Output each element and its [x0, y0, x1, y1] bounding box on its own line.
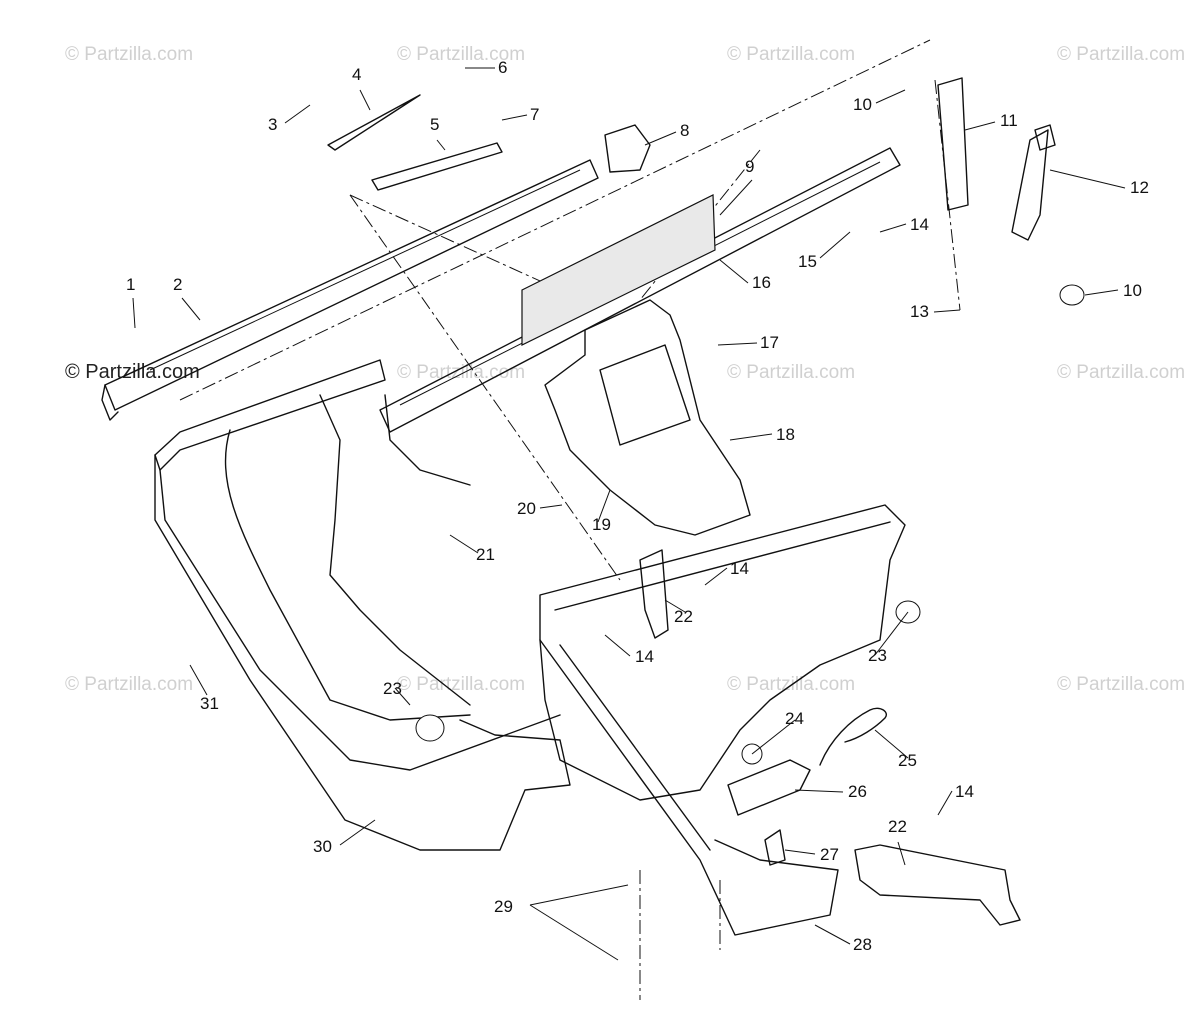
- callout-label: 14: [730, 559, 749, 578]
- callout-label: 26: [848, 782, 867, 801]
- callouts: 1 2 3 4 5 6 7 8 9 10 10 11 12 13 14 14 1…: [126, 58, 1149, 954]
- callout-label: 30: [313, 837, 332, 856]
- callout-label: 23: [868, 646, 887, 665]
- watermark: © Partzilla.com: [1057, 674, 1185, 695]
- callout-label: 2: [173, 275, 182, 294]
- lower-bracket: [854, 844, 1021, 926]
- callout-label: 25: [898, 751, 917, 770]
- vertical-bracket: [937, 77, 969, 211]
- center-plate: [521, 194, 716, 346]
- callout-label: 12: [1130, 178, 1149, 197]
- callout-label: 29: [494, 897, 513, 916]
- callout-label: 24: [785, 709, 804, 728]
- right-arm: [539, 504, 906, 801]
- watermark: © Partzilla.com: [397, 362, 525, 383]
- callout-label: 21: [476, 545, 495, 564]
- callout-label: 9: [745, 157, 754, 176]
- watermark: © Partzilla.com: [1057, 44, 1185, 65]
- callout-label: 10: [853, 95, 872, 114]
- tow-bracket: [539, 639, 839, 936]
- callout-label: 15: [798, 252, 817, 271]
- callout-label: 5: [430, 115, 439, 134]
- watermark: © Partzilla.com: [397, 44, 525, 65]
- callout-label: 6: [498, 58, 507, 77]
- watermark: © Partzilla.com: [65, 44, 193, 65]
- callout-label: 16: [752, 273, 771, 292]
- callout-label: 18: [776, 425, 795, 444]
- front-cross-rail: [101, 159, 599, 421]
- callout-label: 27: [820, 845, 839, 864]
- callout-label: 20: [517, 499, 536, 518]
- upper-bracket: [639, 549, 669, 639]
- callout-label: 10: [1123, 281, 1142, 300]
- center-housing: [544, 299, 751, 536]
- callout-label: 11: [1000, 111, 1018, 130]
- callout-label: 31: [200, 694, 219, 713]
- callout-label: 7: [530, 105, 539, 124]
- watermark: © Partzilla.com: [65, 674, 193, 695]
- callout-label: 1: [126, 275, 135, 294]
- callout-label: 14: [955, 782, 974, 801]
- grommet: [415, 714, 445, 742]
- clip: [764, 829, 786, 866]
- callout-label: 17: [760, 333, 779, 352]
- callout-label: 4: [352, 65, 361, 84]
- small-bar: [371, 142, 503, 191]
- callout-label: 14: [910, 215, 929, 234]
- hinge-plate: [727, 759, 811, 816]
- callout-label: 19: [592, 515, 611, 534]
- pull-handle: [1011, 129, 1049, 241]
- main-bumper: [154, 359, 571, 851]
- watermark: © Partzilla.com: [727, 44, 855, 65]
- rear-cross-rail: [379, 147, 901, 433]
- callout-label: 22: [888, 817, 907, 836]
- watermark: © Partzilla.com: [397, 674, 525, 695]
- connector-block: [604, 124, 651, 173]
- callout-label: 22: [674, 607, 693, 626]
- guide-lines: [179, 39, 961, 1000]
- callout-label: 8: [680, 121, 689, 140]
- watermark: © Partzilla.com: [1057, 362, 1185, 383]
- blade-plate: [327, 94, 421, 151]
- leader-lines: [132, 67, 1126, 961]
- callout-label: 23: [383, 679, 402, 698]
- callout-label: 28: [853, 935, 872, 954]
- callout-label: 13: [910, 302, 929, 321]
- callout-label: 14: [635, 647, 654, 666]
- spring: [819, 707, 887, 766]
- cap-button: [1059, 284, 1085, 306]
- callout-label: 3: [268, 115, 277, 134]
- watermarks: © Partzilla.com © Partzilla.com © Partzi…: [65, 44, 1185, 695]
- watermark: © Partzilla.com: [727, 362, 855, 383]
